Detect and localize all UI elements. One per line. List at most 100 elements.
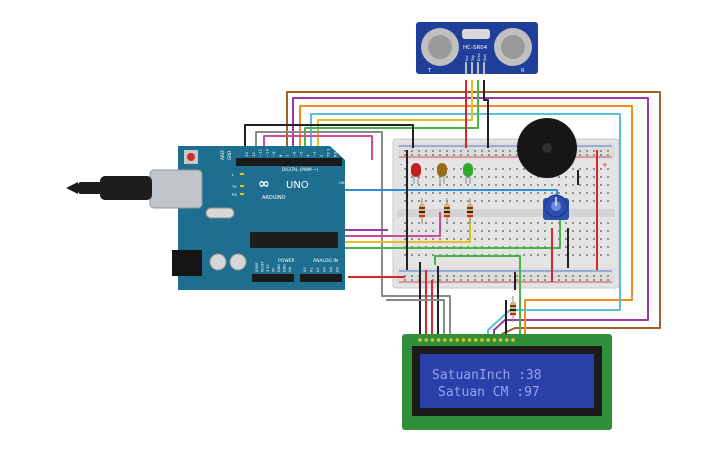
lcd-pin — [461, 338, 466, 342]
piezo-buzzer — [517, 118, 577, 178]
wire-green-3 — [434, 255, 521, 340]
lcd-line-1: SatuanInch :38 — [432, 368, 542, 383]
power-pin-label: 3.3V — [266, 264, 270, 272]
sensor-pin — [471, 62, 473, 74]
digital-pin-label: 13 — [244, 152, 249, 157]
digital-header-label: DIGITAL (PWM ~) — [282, 167, 318, 172]
resistor-1 — [419, 198, 425, 224]
sensor-pin — [465, 62, 467, 74]
board-led-label: RX — [232, 193, 237, 197]
wire-green-2 — [258, 215, 561, 249]
digital-pin-label: 2 — [319, 154, 324, 157]
power-header-label: POWER — [278, 258, 295, 264]
resistors — [419, 198, 516, 322]
arduino-uno: ∞ ARDUINO UNO DIGITAL (PWM ~) POWER ANAL… — [66, 146, 345, 290]
board-led-labels: L TX RX ON — [231, 173, 345, 197]
green-led — [463, 163, 473, 184]
digital-pin-label: ~9 — [271, 151, 276, 157]
breadboard: + - — [392, 138, 620, 289]
digital-pin-label: RX 0 — [332, 148, 337, 157]
gnd-label: GND — [227, 151, 232, 160]
lcd-pins — [418, 338, 515, 342]
lcd-display: SatuanInch :38 Satuan CM :97 — [402, 334, 612, 430]
lcd-pin — [424, 338, 429, 342]
power-pin-label: 5V — [272, 267, 276, 272]
digital-pin-label: 8 — [278, 154, 283, 157]
arduino-infinity-logo: ∞ — [258, 176, 270, 192]
wire-purple — [292, 97, 649, 340]
digital-pin-label: 4 — [305, 154, 310, 157]
wire-cyan — [310, 113, 621, 340]
sensor-r-mark: R — [521, 68, 525, 74]
lcd-pin — [467, 338, 472, 342]
power-pin-label: GND — [283, 264, 287, 272]
digital-pin-label: ~6 — [292, 151, 297, 157]
sensor-pin — [483, 62, 485, 74]
analog-pin-label: A2 — [316, 267, 320, 272]
power-pin-label: GND — [277, 264, 281, 272]
lcd-pin — [505, 338, 509, 342]
board-led — [240, 173, 244, 175]
potentiometer — [543, 194, 569, 220]
lcd-line-2: Satuan CM :97 — [438, 385, 540, 400]
resistor-2 — [444, 198, 450, 224]
lcd-pin — [474, 338, 478, 342]
digital-pin-label: TX 1 — [326, 148, 331, 158]
resistor-lcd — [510, 296, 516, 322]
analog-pin-label: A5 — [336, 267, 340, 272]
board-led — [240, 185, 244, 187]
wire-gray — [255, 131, 451, 340]
lcd-pin — [480, 338, 484, 342]
arduino-brand: ARDUINO — [262, 195, 286, 201]
lcd-pin — [436, 338, 441, 342]
lcd-pin — [430, 338, 435, 342]
aref-label: AREF — [220, 149, 225, 160]
board-led-label: ON — [339, 181, 345, 185]
leds — [411, 163, 473, 184]
resistor-3 — [467, 198, 473, 224]
sensor-pin-label: Echo — [477, 53, 481, 61]
board-led-label: L — [232, 173, 234, 177]
board-led-label: TX — [231, 185, 237, 189]
board-led — [240, 193, 244, 195]
sensor-pin-label: Gnd — [483, 54, 487, 61]
digital-pin-label: 12 — [251, 152, 256, 157]
lcd-pin — [443, 338, 447, 342]
lcd-pin — [498, 338, 503, 342]
wire-yellow — [317, 80, 473, 160]
analog-pin-label: A0 — [303, 267, 307, 272]
lcd-pin — [492, 338, 497, 342]
wire-green-top — [304, 80, 479, 160]
digital-pin-label: ~3 — [312, 151, 317, 157]
digital-pin-label: ~5 — [298, 151, 303, 157]
sensor-pin-label: Trig — [471, 55, 475, 62]
lcd-pin — [511, 338, 515, 342]
power-pin-label: IOREF — [255, 262, 259, 272]
power-pin-label: Vin — [288, 267, 292, 272]
sensor-pin-label: Vcc — [465, 55, 469, 61]
wire-black-sensor — [483, 80, 489, 148]
wire-gray-2 — [386, 299, 445, 340]
sensor-t-mark: T — [427, 68, 432, 74]
analog-pin-label: A4 — [329, 267, 333, 272]
sensor-model-label: HC-SR04 — [463, 45, 488, 51]
digital-pin-label: ~11 — [258, 148, 263, 157]
arduino-model: UNO — [286, 180, 309, 191]
wire-black-gnd — [244, 124, 414, 160]
sensor-pin — [477, 62, 479, 74]
analog-pin-label: A3 — [323, 267, 327, 272]
lcd-pin — [486, 338, 491, 342]
lcd-pin — [449, 338, 453, 342]
lcd-pin — [455, 338, 460, 342]
lcd-pin — [418, 338, 422, 342]
wire-orange — [299, 105, 633, 340]
analog-pin-label: A1 — [310, 267, 314, 272]
amber-led — [437, 163, 447, 184]
power-pin-label: RESET — [261, 260, 265, 272]
breadboard-minus-mark: - — [400, 161, 403, 169]
